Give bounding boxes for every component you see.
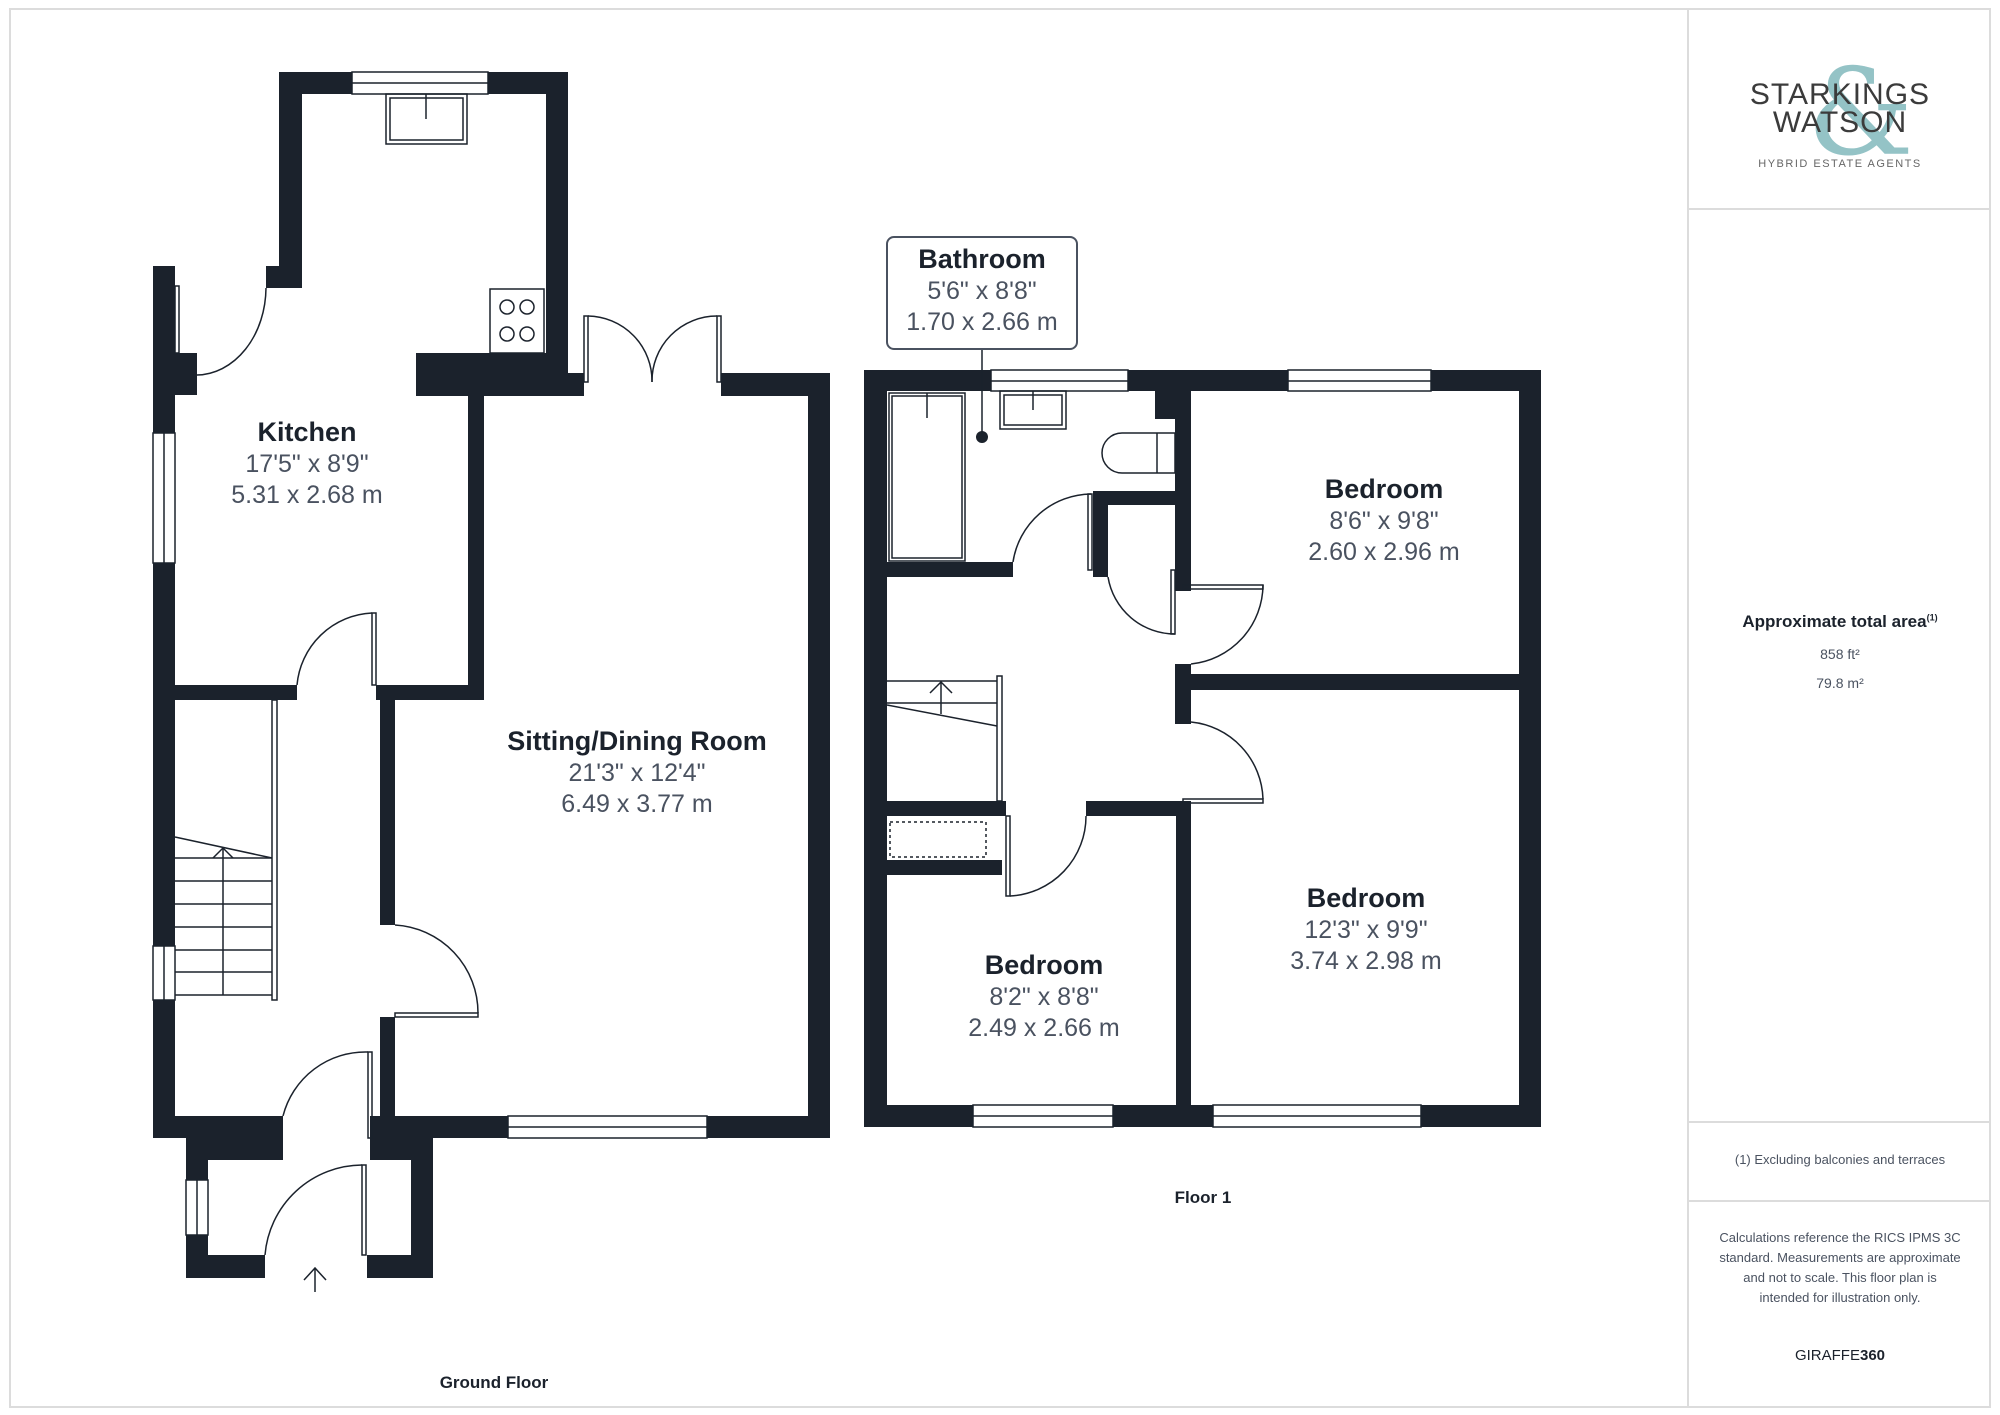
room-name: Bedroom [1306, 883, 1426, 913]
ground-floor-fixtures [152, 71, 722, 1292]
room-name: Bedroom [1324, 474, 1444, 504]
panel-divider [1689, 208, 1991, 210]
first-floor-walls [864, 370, 1541, 1127]
bathroom-label-box [886, 236, 1078, 350]
footnote-text: (1) Excluding balconies and terraces [1734, 1152, 1946, 1167]
room-dim-imperial: 12'3" x 9'9" [1304, 916, 1428, 944]
room-label-kitchen: Kitchen 17'5" x 8'9" 5.31 x 2.68 m [231, 415, 382, 511]
brand-suffix: 360 [1859, 1347, 1886, 1364]
ground-floor-walls [153, 72, 830, 1278]
room-label-bedroom-1: Bedroom 8'6" x 9'8" 2.60 x 2.96 m [1308, 472, 1459, 568]
floor-label-ground: Ground Floor [439, 1373, 549, 1392]
room-name: Bathroom [918, 244, 1046, 274]
room-dim-metric: 2.60 x 2.96 m [1308, 538, 1460, 566]
logo-tagline: HYBRID ESTATE AGENTS [1758, 158, 1922, 170]
room-label-bathroom: Bathroom 5'6" x 8'8" 1.70 x 2.66 m [906, 242, 1057, 338]
area-imperial: 858 ft² [1820, 646, 1860, 662]
logo-ampersand: & [1807, 44, 1914, 183]
room-dim-metric: 6.49 x 3.77 m [561, 790, 713, 818]
room-dim-imperial: 21'3" x 12'4" [568, 759, 706, 787]
agent-logo: & STARKINGS WATSON HYBRID ESTATE AGENTS [1689, 8, 1991, 208]
brand-giraffe360: GIRAFFE360 [1689, 1347, 1991, 1364]
room-name: Bedroom [984, 950, 1104, 980]
page-frame [9, 8, 1991, 1408]
room-dim-imperial: 8'6" x 9'8" [1329, 507, 1439, 535]
floor-label-first: Floor 1 [1174, 1188, 1232, 1207]
room-name: Kitchen [257, 417, 357, 447]
room-dim-metric: 3.74 x 2.98 m [1290, 947, 1442, 975]
room-label-bedroom-3: Bedroom 8'2" x 8'8" 2.49 x 2.66 m [968, 948, 1119, 1044]
panel-divider [1689, 1121, 1991, 1123]
room-dim-metric: 1.70 x 2.66 m [906, 308, 1058, 336]
disclaimer-text: Calculations reference the RICS IPMS 3C … [1719, 1230, 1961, 1305]
brand-prefix: GIRAFFE [1794, 1347, 1860, 1364]
room-dim-imperial: 5'6" x 8'8" [927, 277, 1037, 305]
info-panel: & STARKINGS WATSON HYBRID ESTATE AGENTS … [1687, 8, 1991, 1408]
room-dim-imperial: 8'2" x 8'8" [989, 983, 1099, 1011]
room-label-sitting-dining: Sitting/Dining Room 21'3" x 12'4" 6.49 x… [507, 724, 766, 820]
room-label-bedroom-2: Bedroom 12'3" x 9'9" 3.74 x 2.98 m [1290, 881, 1441, 977]
panel-divider [1689, 1200, 1991, 1202]
logo-line-1: STARKINGS [1749, 78, 1931, 111]
area-title-text: Approximate total area [1742, 612, 1927, 631]
area-footnote-marker: (1) [1926, 612, 1938, 623]
room-name: Sitting/Dining Room [507, 726, 767, 756]
room-dim-imperial: 17'5" x 8'9" [245, 450, 369, 478]
logo-line-2: WATSON [1772, 106, 1908, 139]
room-dim-metric: 2.49 x 2.66 m [968, 1014, 1120, 1042]
area-metric: 79.8 m² [1816, 675, 1864, 691]
area-title: Approximate total area(1) [1689, 612, 1991, 632]
first-floor-fixtures [886, 369, 1432, 1128]
room-dim-metric: 5.31 x 2.68 m [231, 481, 383, 509]
